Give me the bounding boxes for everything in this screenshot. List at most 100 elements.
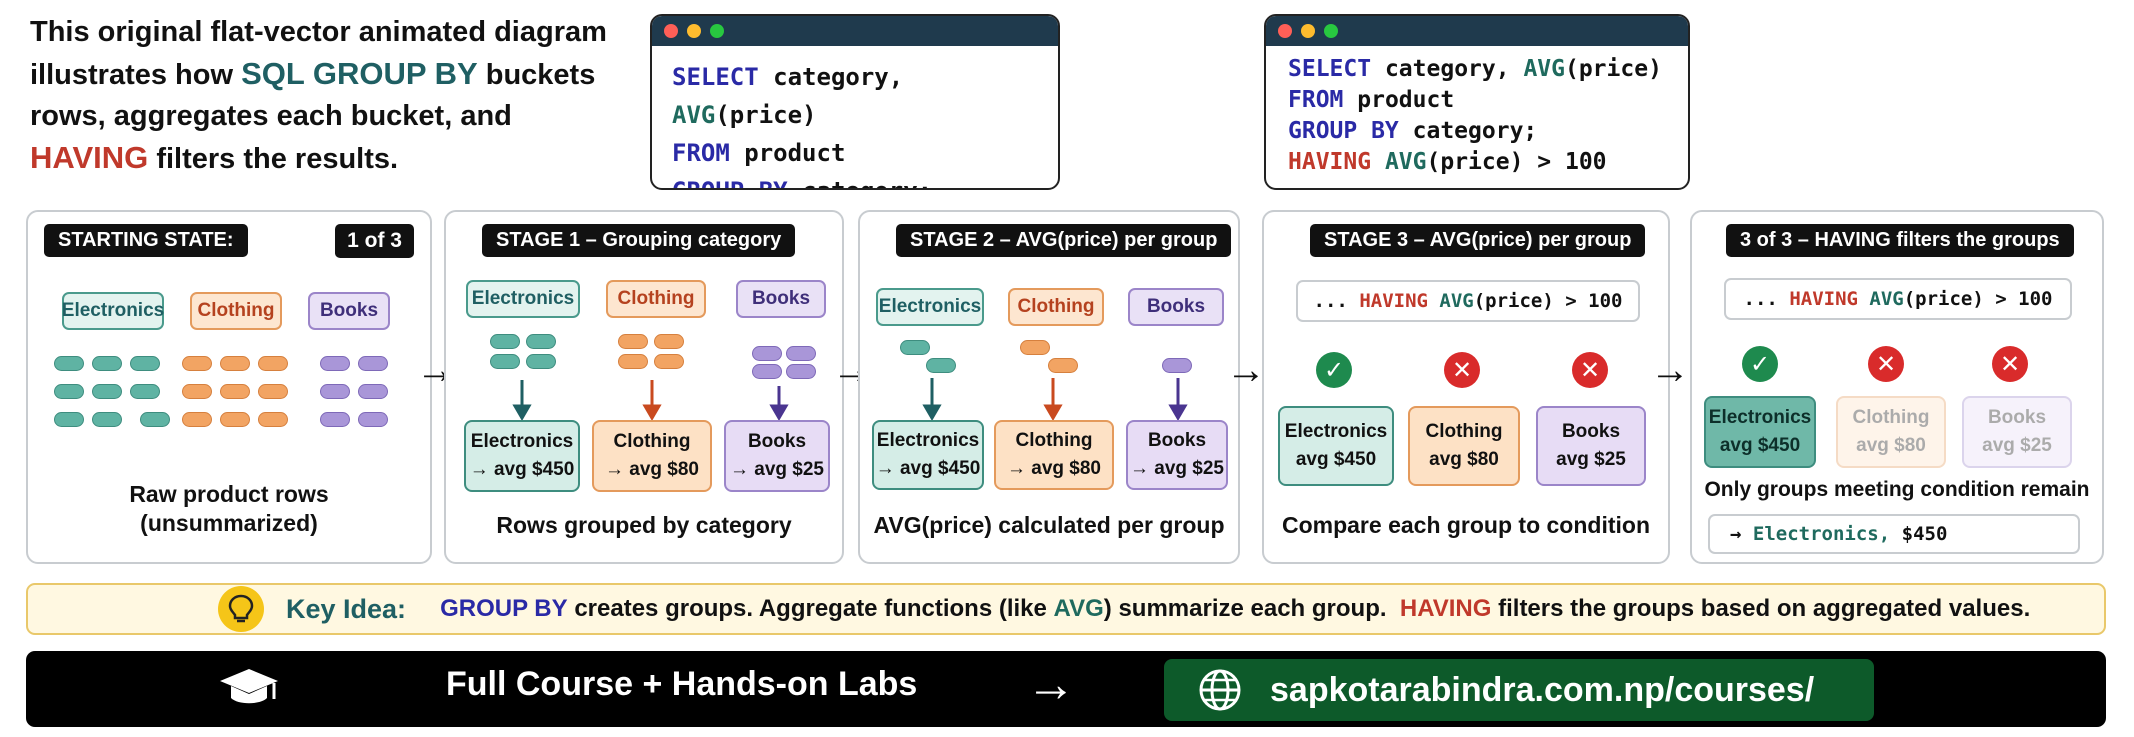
group-result-books: Books→ avg $25 bbox=[1126, 420, 1228, 490]
row-pill-electronics bbox=[92, 384, 122, 399]
row-pill-clothing bbox=[220, 356, 250, 371]
key-kw-avg: AVG bbox=[1053, 595, 1104, 622]
row-pill-clothing bbox=[220, 412, 250, 427]
row-pill-electronics bbox=[490, 354, 520, 369]
row-pill-clothing bbox=[258, 356, 288, 371]
check-icon: ✓ bbox=[1316, 352, 1352, 388]
having-condition: ... HAVING AVG(price) > 100 bbox=[1296, 280, 1640, 322]
having-condition: ... HAVING AVG(price) > 100 bbox=[1724, 278, 2072, 320]
code-window-having: SELECT category, AVG(price) FROM product… bbox=[1264, 14, 1690, 190]
check-icon: ✓ bbox=[1742, 346, 1778, 382]
course-url[interactable]: sapkotarabindra.com.np/courses/ bbox=[1270, 670, 1815, 709]
panel-title: STARTING STATE: bbox=[44, 224, 248, 257]
arrow-down-icon bbox=[1043, 378, 1063, 421]
course-url-button[interactable]: sapkotarabindra.com.np/courses/ bbox=[1164, 659, 1874, 721]
key-idea-bar: Key Idea: GROUP BY creates groups. Aggre… bbox=[26, 583, 2106, 635]
row-pill-books bbox=[1162, 358, 1192, 373]
category-chip-books: Books bbox=[736, 280, 826, 318]
panel-title: STAGE 1 – Grouping category bbox=[482, 224, 796, 257]
minimize-dot-icon bbox=[1301, 24, 1315, 38]
group-arrows bbox=[512, 380, 789, 421]
panel-stage-2: STAGE 2 – AVG(price) per group Electroni… bbox=[858, 210, 1240, 564]
row-pill-clothing bbox=[618, 354, 648, 369]
row-pill-books bbox=[320, 412, 350, 427]
row-pill-clothing bbox=[654, 334, 684, 349]
row-pill-clothing bbox=[1048, 358, 1078, 373]
code-line: SELECT category, AVG(price) bbox=[672, 63, 904, 129]
panel-having-filter: 3 of 3 – HAVING filters the groups ... H… bbox=[1690, 210, 2104, 564]
panel-title: STAGE 3 – AVG(price) per group bbox=[1310, 224, 1646, 257]
category-chip-electronics: Electronics bbox=[62, 292, 164, 330]
group-result-clothing: Clothing→ avg $80 bbox=[994, 420, 1114, 490]
panel-title: 3 of 3 – HAVING filters the groups bbox=[1726, 224, 2074, 257]
row-pill-books bbox=[752, 346, 782, 361]
category-chip-clothing: Clothing bbox=[606, 280, 706, 318]
panel-stage-3: STAGE 3 – AVG(price) per group ... HAVIN… bbox=[1262, 210, 1670, 564]
cross-icon: ✕ bbox=[1992, 346, 2028, 382]
globe-icon bbox=[1199, 669, 1241, 711]
panel-title: STAGE 2 – AVG(price) per group bbox=[896, 224, 1232, 257]
row-pill-electronics bbox=[900, 340, 930, 355]
arrow-down-icon bbox=[1168, 378, 1188, 421]
row-pill-electronics bbox=[490, 334, 520, 349]
close-dot-icon bbox=[664, 24, 678, 38]
row-pill-clothing bbox=[220, 384, 250, 399]
intro-sql-group-by: SQL GROUP BY bbox=[241, 56, 478, 91]
row-pill-books bbox=[786, 346, 816, 361]
row-pill-clothing bbox=[654, 354, 684, 369]
maximize-dot-icon bbox=[710, 24, 724, 38]
arrow-down-icon bbox=[769, 386, 789, 421]
intro-line-2: illustrates how SQL GROUP BY buckets bbox=[30, 56, 596, 91]
row-pill-electronics bbox=[140, 412, 170, 427]
category-chip-clothing: Clothing bbox=[190, 292, 282, 330]
maximize-dot-icon bbox=[1324, 24, 1338, 38]
row-pill-electronics bbox=[92, 412, 122, 427]
row-pill-clothing bbox=[618, 334, 648, 349]
code-line: SELECT category, AVG(price) bbox=[1288, 56, 1662, 82]
window-titlebar bbox=[652, 16, 1058, 46]
row-pill-electronics bbox=[54, 384, 84, 399]
aggregate-arrows bbox=[922, 378, 1188, 421]
lightbulb-icon bbox=[218, 586, 264, 632]
row-pill-electronics bbox=[130, 384, 160, 399]
group-result-electronics: Electronics→ avg $450 bbox=[464, 420, 580, 492]
row-pill-electronics bbox=[130, 356, 160, 371]
key-text-2: ) summarize each group. bbox=[1103, 595, 1387, 622]
code-line: FROM product bbox=[672, 139, 846, 167]
key-text-3: filters the groups based on aggregated v… bbox=[1498, 595, 2031, 622]
category-chip-electronics: Electronics bbox=[466, 280, 580, 318]
group-result-books: Books→ avg $25 bbox=[724, 420, 830, 492]
row-pill-clothing bbox=[258, 384, 288, 399]
panel-caption: Only groups meeting condition remain bbox=[1704, 478, 2090, 501]
row-pill-books bbox=[320, 384, 350, 399]
arrow-right-icon: → bbox=[1026, 656, 1076, 712]
code-line: GROUP BY category; bbox=[672, 172, 1038, 188]
window-titlebar bbox=[1266, 16, 1688, 46]
graduation-cap-icon bbox=[220, 669, 278, 704]
category-chip-electronics: Electronics bbox=[876, 288, 984, 326]
footer-banner: Full Course + Hands-on Labs → sapkotarab… bbox=[26, 651, 2106, 727]
row-pill-clothing bbox=[182, 412, 212, 427]
intro-line-3: rows, aggregates each bucket, and bbox=[30, 100, 512, 132]
cross-icon: ✕ bbox=[1572, 352, 1608, 388]
panel-stage-1: STAGE 1 – Grouping category Electronics … bbox=[444, 210, 844, 564]
key-text-1: creates groups. Aggregate functions (lik… bbox=[574, 595, 1047, 622]
filtered-result: → Electronics, $450 bbox=[1708, 514, 2080, 554]
arrow-down-icon bbox=[512, 380, 532, 421]
code-body: SELECT category, AVG(price) FROM product… bbox=[1266, 46, 1688, 186]
cross-icon: ✕ bbox=[1868, 346, 1904, 382]
row-pill-clothing bbox=[182, 356, 212, 371]
cross-icon: ✕ bbox=[1444, 352, 1480, 388]
row-pill-books bbox=[358, 384, 388, 399]
code-line: FROM product bbox=[1288, 87, 1455, 113]
code-body: SELECT category, AVG(price) FROM product… bbox=[652, 46, 1058, 188]
panel-caption: AVG(price) calculated per group bbox=[873, 512, 1225, 538]
row-pill-clothing bbox=[1020, 340, 1050, 355]
panel-caption: Compare each group to condition bbox=[1281, 512, 1650, 538]
row-pill-electronics bbox=[526, 354, 556, 369]
